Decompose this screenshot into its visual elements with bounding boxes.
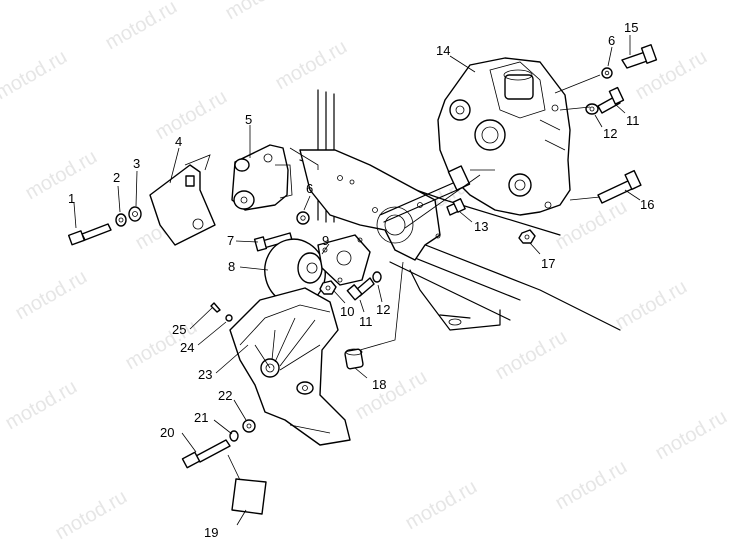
- bolt-13: [446, 198, 466, 216]
- watermark-layer: motod.ru motod.ru motod.ru motod.ru moto…: [0, 0, 731, 544]
- callout-9: 9: [322, 233, 329, 248]
- watermark: motod.ru: [652, 406, 731, 465]
- watermark: motod.ru: [12, 266, 91, 325]
- callout-11-lower: 11: [359, 314, 373, 329]
- watermark: motod.ru: [52, 486, 131, 545]
- callout-15: 15: [624, 20, 638, 35]
- callout-6-middle: 6: [306, 181, 313, 196]
- mounting-bracket: [149, 154, 216, 246]
- leader-lines: [73, 35, 641, 526]
- callout-16: 16: [640, 197, 654, 212]
- callout-1: 1: [68, 191, 75, 206]
- watermark: motod.ru: [272, 36, 351, 95]
- watermark: motod.ru: [552, 196, 631, 255]
- watermark: motod.ru: [492, 326, 571, 385]
- belt-guard: [229, 287, 351, 446]
- callout-11-upper: 11: [626, 113, 640, 128]
- nut-10: [319, 280, 337, 295]
- callout-18: 18: [372, 377, 386, 392]
- callout-2: 2: [113, 170, 120, 185]
- bolt-7: [253, 232, 293, 252]
- watermark: motod.ru: [102, 0, 181, 54]
- drive-shaft: [379, 165, 471, 223]
- watermark: motod.ru: [22, 146, 101, 205]
- washer-6-middle: [296, 211, 310, 225]
- callout-24: 24: [180, 340, 194, 355]
- callout-19: 19: [204, 525, 218, 540]
- left-bolt-stack: [67, 206, 142, 246]
- guard-fasteners: [210, 302, 233, 322]
- lock-nut: [518, 229, 536, 244]
- gasket-plate: [317, 234, 371, 286]
- watermark: motod.ru: [222, 0, 301, 24]
- callout-25: 25: [172, 322, 186, 337]
- callout-17: 17: [541, 256, 555, 271]
- idler-switch: [231, 144, 293, 211]
- watermark: motod.ru: [0, 46, 71, 105]
- callout-22: 22: [218, 388, 232, 403]
- watermark: motod.ru: [152, 86, 231, 145]
- watermark: motod.ru: [552, 456, 631, 515]
- watermark: motod.ru: [2, 376, 81, 435]
- decal: [231, 478, 267, 515]
- callout-labels: 1 2 3 4 5 6 6 7 8 9 10 11 11 12 12 13 14…: [68, 20, 654, 540]
- gearcase: [437, 57, 571, 216]
- callout-12-lower: 12: [376, 302, 390, 317]
- watermark: motod.ru: [402, 476, 481, 535]
- callout-8: 8: [228, 259, 235, 274]
- mounting-plate: [299, 149, 441, 261]
- callout-3: 3: [133, 156, 140, 171]
- callout-5: 5: [245, 112, 252, 127]
- callout-7: 7: [227, 233, 234, 248]
- lower-bolts: [346, 271, 382, 301]
- lower-bolt-stack: [181, 419, 256, 469]
- callout-13: 13: [474, 219, 488, 234]
- callout-21: 21: [194, 410, 208, 425]
- callout-6-upper: 6: [608, 33, 615, 48]
- callout-4: 4: [175, 134, 182, 149]
- callout-10: 10: [340, 304, 354, 319]
- spacer: [344, 348, 364, 370]
- callout-23: 23: [198, 367, 212, 382]
- upper-right-bolts: [585, 44, 658, 204]
- callout-20: 20: [160, 425, 174, 440]
- watermark: motod.ru: [612, 276, 691, 335]
- callout-12-upper: 12: [603, 126, 617, 141]
- callout-14: 14: [436, 43, 450, 58]
